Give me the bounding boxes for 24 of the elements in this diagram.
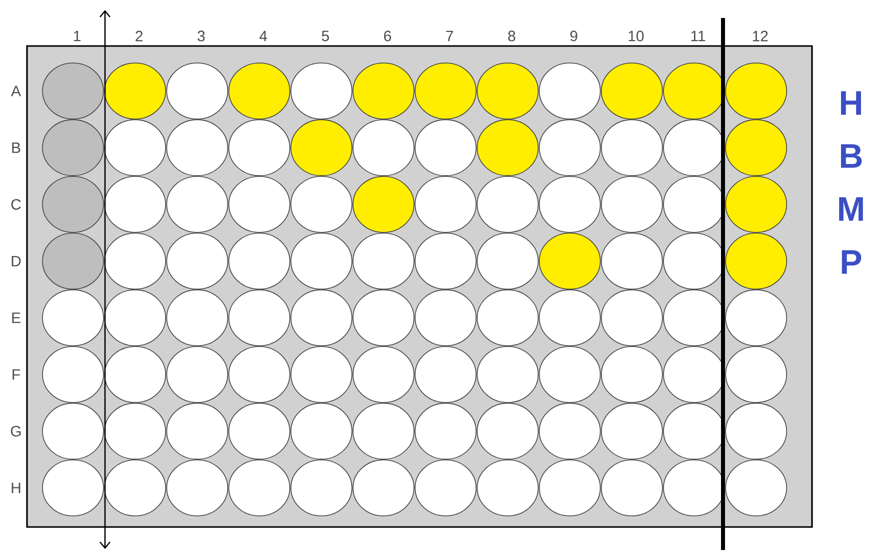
row-letter: H [10,482,22,494]
row-letter: G [10,425,22,438]
group-letter: M [839,197,863,221]
group-letter: B [841,144,862,168]
column-number: 11 [691,30,706,42]
row-letter: D [10,255,22,267]
column-number: 2 [136,30,143,42]
column-number: 10 [628,30,644,42]
row-letter: B [10,142,22,154]
column-number: 1 [74,30,80,42]
column-number: 9 [570,30,578,42]
row-letter: E [10,312,22,324]
column-number: 3 [198,30,205,42]
column-number: 12 [752,30,768,42]
column-number: 4 [259,30,268,42]
column-number: 5 [322,30,329,42]
column-number: 7 [446,30,454,42]
group-letter: H [841,91,861,115]
row-letter: C [10,198,22,210]
row-letter: F [10,368,22,380]
group-letter: P [842,250,862,274]
column-number: 6 [384,30,392,42]
row-letter: A [10,85,22,97]
column-number: 8 [508,30,516,42]
